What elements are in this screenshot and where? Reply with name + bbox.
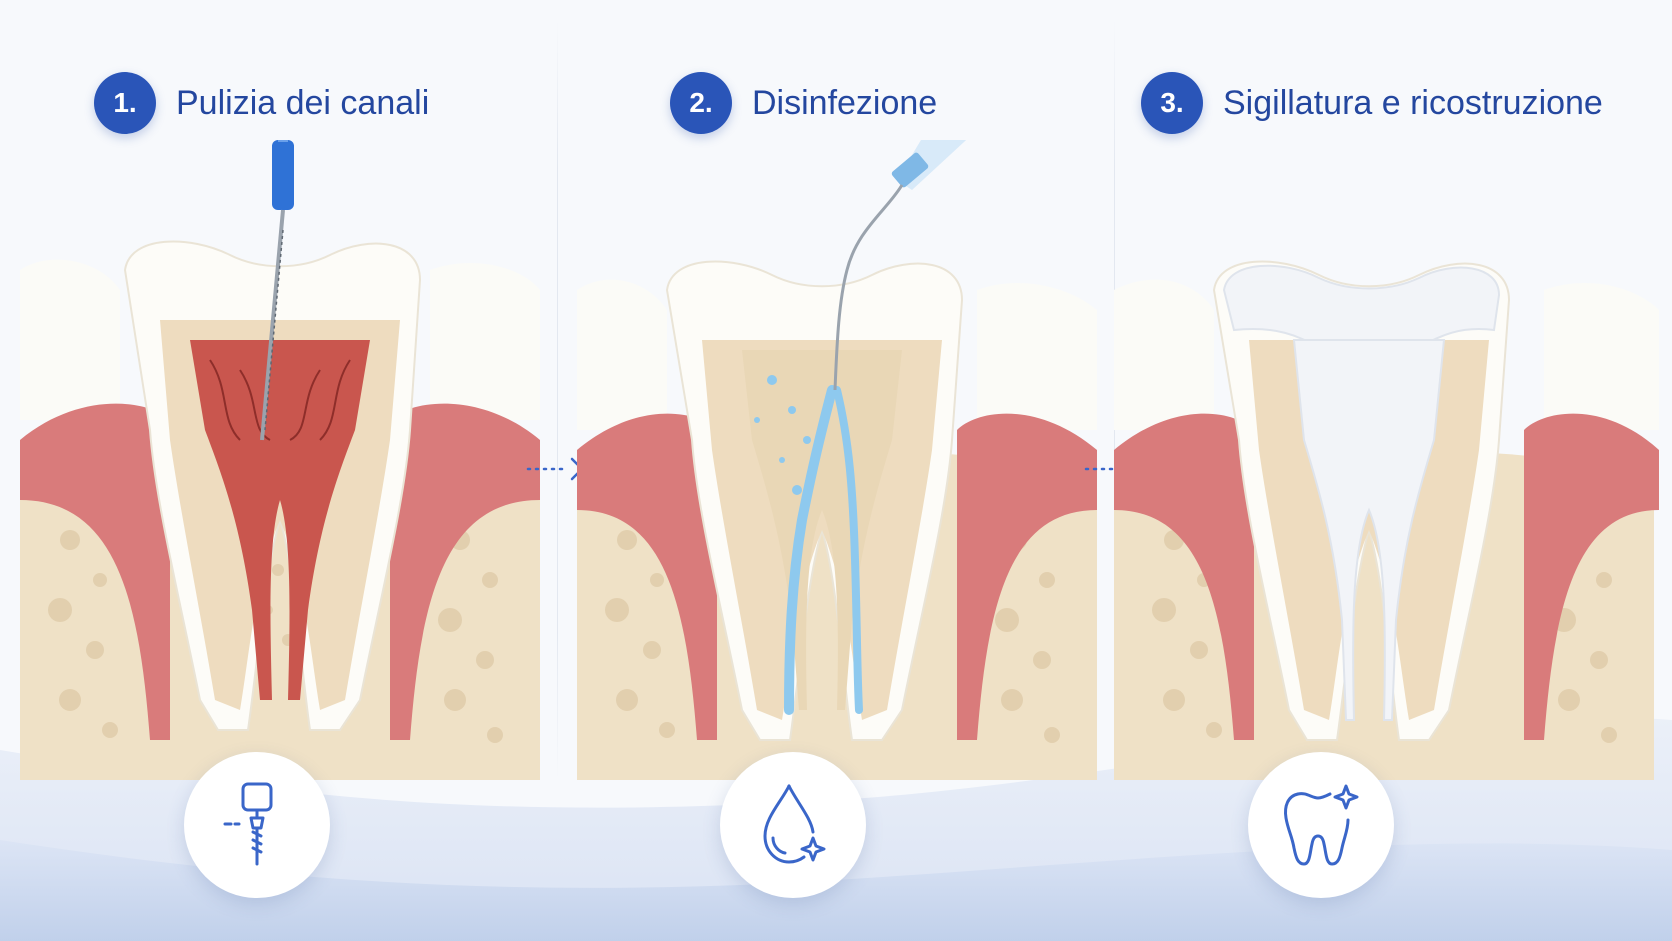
step-title: Pulizia dei canali: [176, 83, 430, 122]
tooth-cleaning-illustration: [20, 140, 540, 780]
irrigant-droplets: [754, 375, 811, 495]
tooth-sparkle-icon: [1284, 784, 1359, 866]
step-icon-3: [1248, 752, 1394, 898]
infected-pulp: [190, 340, 370, 700]
endodontic-file-icon: [223, 782, 273, 866]
tooth-sealing-illustration: [1114, 260, 1659, 780]
endodontic-file: [260, 140, 294, 441]
step-number-badge: 1.: [94, 72, 156, 134]
neighbor-tooth-left: [577, 279, 667, 430]
step-number-badge: 3.: [1141, 72, 1203, 134]
step-number-badge: 2.: [670, 72, 732, 134]
gum: [20, 403, 170, 740]
step-panel-1: 1. Pulizia dei canali: [0, 0, 557, 941]
irrigant-fluid: [784, 385, 837, 715]
root-canal-filling: [1292, 339, 1446, 721]
neighbor-tooth-left: [20, 259, 120, 420]
neighbor-tooth-left: [1114, 279, 1214, 430]
tooth-disinfection-illustration: [577, 140, 1097, 780]
drop-sparkle-icon: [763, 784, 826, 864]
neighbor-tooth-right: [977, 282, 1097, 430]
cleaned-canal: [742, 350, 902, 710]
step-header-2: 2. Disinfezione: [670, 72, 937, 134]
bone-pores: [48, 530, 503, 743]
step-title: Sigillatura e ricostruzione: [1223, 83, 1603, 122]
step-panel-2: 2. Disinfezione: [557, 0, 1114, 941]
gum: [577, 413, 717, 740]
step-header-1: 1. Pulizia dei canali: [94, 72, 429, 134]
step-panel-3: 3. Sigillatura e ricostruzione: [1114, 0, 1671, 941]
step-title: Disinfezione: [752, 83, 938, 122]
step-icon-2: [720, 752, 866, 898]
step-icon-1: [184, 752, 330, 898]
divider-1: [557, 20, 558, 780]
neighbor-tooth-right: [430, 262, 540, 420]
gum: [1114, 413, 1254, 740]
step-header-3: 3. Sigillatura e ricostruzione: [1141, 72, 1603, 134]
irrigation-syringe: [833, 140, 967, 391]
infection-veins: [209, 359, 351, 441]
neighbor-tooth-right: [1544, 282, 1659, 430]
